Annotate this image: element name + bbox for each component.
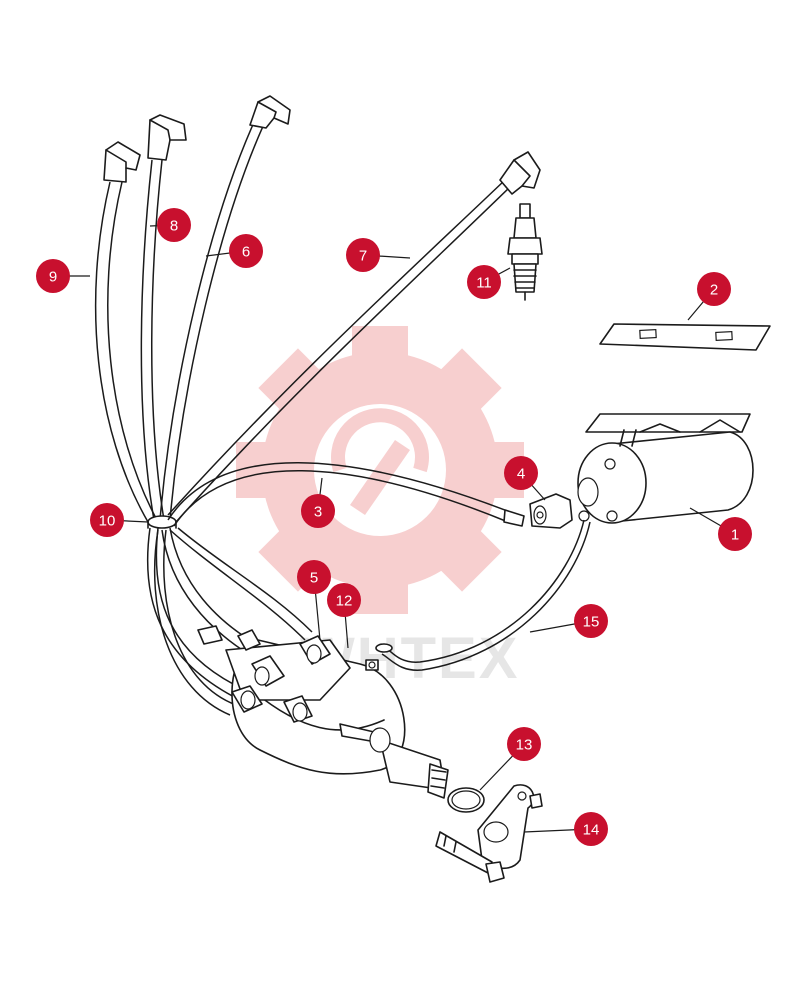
gear-icon	[236, 326, 524, 614]
callout-marker	[297, 560, 331, 594]
watermark-logo: WHTEX	[236, 326, 524, 691]
callout-marker	[507, 727, 541, 761]
coil-high-tension-lead	[167, 462, 525, 527]
callout-marker	[574, 812, 608, 846]
callout-15: 15	[574, 604, 608, 638]
callout-11: 11	[467, 265, 501, 299]
distributor-clamp-plate	[435, 784, 543, 883]
ignition-coil	[577, 413, 754, 524]
callout-7: 7	[346, 238, 380, 272]
callout-label: 6	[242, 244, 250, 261]
callout-marker	[346, 238, 380, 272]
callout-marker	[327, 583, 361, 617]
callout-label: 13	[516, 737, 533, 754]
callout-6: 6	[229, 234, 263, 268]
lead-9	[94, 181, 159, 523]
callout-label: 12	[336, 593, 353, 610]
lead-7	[167, 179, 512, 523]
callout-label: 8	[170, 218, 178, 235]
callout-10: 10	[90, 503, 124, 537]
callout-2: 2	[697, 272, 731, 306]
callout-label: 7	[359, 248, 367, 265]
callout-3: 3	[301, 494, 335, 528]
lead-retaining-clip	[147, 515, 177, 529]
lead-9-boot	[103, 141, 141, 183]
callout-9: 9	[36, 259, 70, 293]
callout-label: 4	[517, 466, 525, 483]
callout-label: 3	[314, 504, 322, 521]
callout-marker	[301, 494, 335, 528]
lead-8-boot	[147, 114, 187, 161]
callout-label: 10	[99, 513, 116, 530]
callout-marker	[229, 234, 263, 268]
callout-marker	[90, 503, 124, 537]
coil-mounting-bracket	[599, 323, 771, 351]
callout-marker	[504, 456, 538, 490]
callout-marker	[467, 265, 501, 299]
callout-label: 2	[710, 282, 718, 299]
callout-5: 5	[297, 560, 331, 594]
callout-4: 4	[504, 456, 538, 490]
low-tension-lead	[375, 519, 591, 671]
spark-plug	[507, 203, 543, 301]
callout-marker	[574, 604, 608, 638]
callout-marker	[697, 272, 731, 306]
callout-8: 8	[157, 208, 191, 242]
callout-14: 14	[574, 812, 608, 846]
lead-6	[159, 119, 265, 521]
coil-lead-boot	[529, 493, 573, 529]
callout-marker	[36, 259, 70, 293]
callout-label: 11	[476, 275, 492, 292]
callout-label: 1	[731, 527, 739, 544]
callout-1: 1	[718, 517, 752, 551]
distributor-cap	[197, 625, 351, 723]
callout-label: 14	[583, 822, 600, 839]
lead-7-boot	[499, 151, 541, 195]
callout-marker	[157, 208, 191, 242]
callout-label: 15	[583, 614, 600, 631]
callout-12: 12	[327, 583, 361, 617]
o-ring-seal	[447, 787, 485, 813]
callout-13: 13	[507, 727, 541, 761]
callout-label: 9	[49, 269, 57, 286]
callout-marker	[718, 517, 752, 551]
lead-6-boot	[249, 95, 291, 129]
lead-8	[140, 159, 165, 521]
callout-label: 5	[310, 570, 318, 587]
